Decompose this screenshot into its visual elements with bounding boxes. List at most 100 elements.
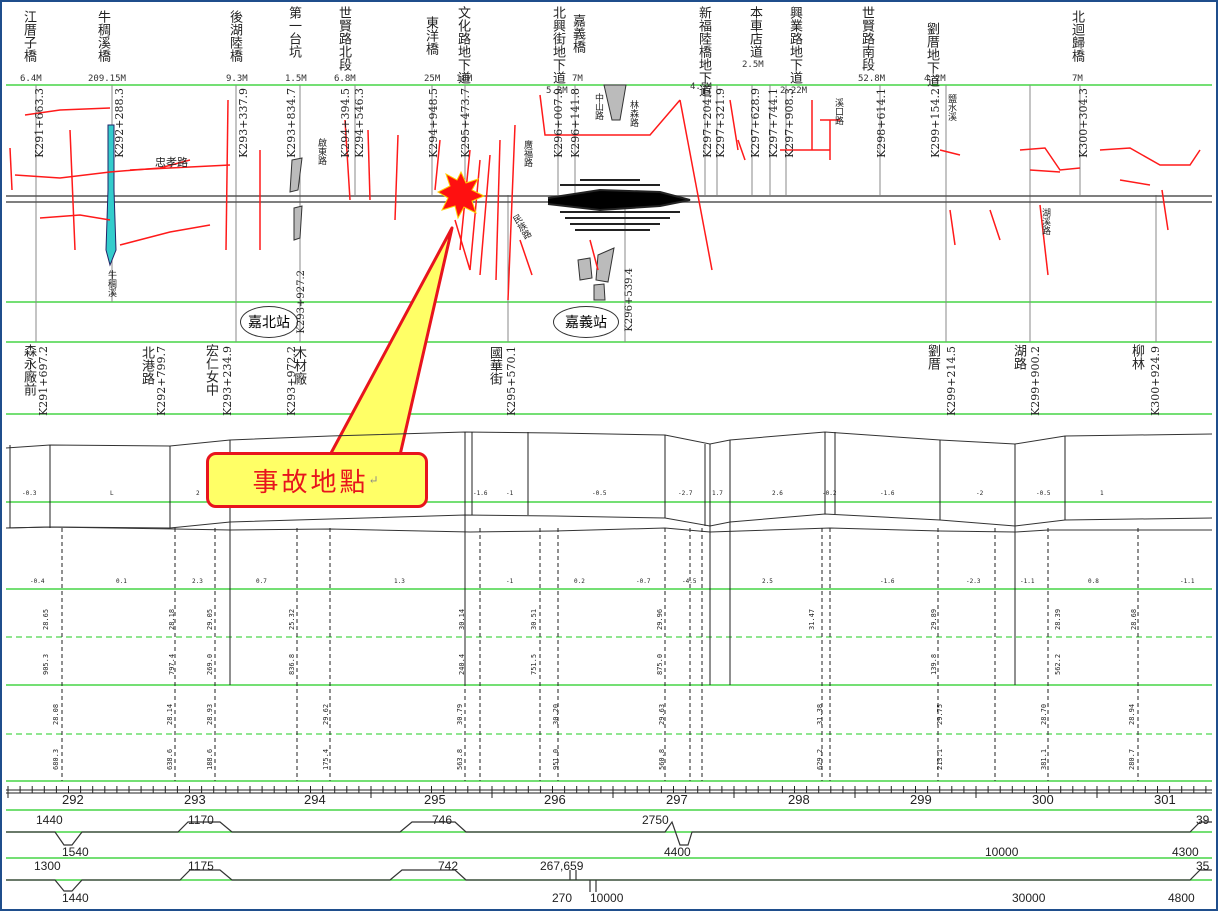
stop-name: 木材廠 — [291, 346, 306, 385]
grade-value: -0.3 — [22, 490, 37, 497]
curve-length: 4400 — [664, 845, 691, 859]
elev: 28.14 — [166, 703, 174, 725]
bridge-length: 25M — [424, 74, 441, 84]
chiayi-yard — [547, 179, 691, 231]
grade-value: -2 — [976, 490, 984, 497]
stop-name: 北港路 — [139, 346, 154, 385]
river-niuchou — [105, 124, 117, 267]
stop-km: K299+214.5 — [945, 346, 958, 416]
stop-km: K293+234.9 — [221, 346, 234, 416]
elev: 240.4 — [458, 653, 466, 675]
curve-radius: 742 — [438, 859, 459, 873]
grade-value: -1.6 — [880, 578, 895, 585]
km-label: 298 — [788, 792, 810, 807]
elev: 188.6 — [206, 748, 214, 770]
grade-value: -0.2 — [822, 490, 837, 497]
road-label: 湖溪路 — [1040, 208, 1050, 235]
stop-km: K291+697.2 — [37, 346, 50, 416]
bridge-length: 4.5M — [690, 82, 712, 92]
grade-value: 0.8 — [1088, 578, 1099, 585]
accident-location-callout: 事故地點↵ — [206, 452, 428, 508]
stop-name: 國華街 — [487, 346, 502, 385]
curve-radius: 35 — [1196, 859, 1210, 873]
elev: 29.62 — [322, 703, 330, 725]
km-label: 292 — [62, 792, 84, 807]
grade-value: 2.6 — [772, 490, 783, 497]
grade-value: -0.7 — [636, 578, 651, 585]
stop-name: 湖路 — [1011, 344, 1026, 370]
km-mark: K297+908.3 — [783, 88, 796, 158]
bridge-label: 牛稠溪橋 — [95, 10, 110, 62]
grade-value: -1.1 — [1180, 578, 1195, 585]
bridge-label: 世賢路北段 — [336, 6, 351, 71]
elev: 562.2 — [1054, 653, 1062, 675]
km-label: 294 — [304, 792, 326, 807]
grade-value: -4.5 — [682, 578, 697, 585]
curve-radius: 1175 — [188, 859, 214, 873]
grade-value: -0.4 — [30, 578, 45, 585]
curve-radius: 39 — [1196, 813, 1210, 827]
section-lines — [35, 85, 1157, 342]
bridge-length: 4.2M — [924, 74, 946, 84]
elev: 25.32 — [288, 608, 296, 630]
grade-value: -1.6 — [880, 490, 895, 497]
grade-value: -1 — [506, 578, 514, 585]
bridge-label: 北興街地下道 — [550, 6, 565, 84]
elev: 280.7 — [1128, 748, 1136, 770]
bridge-length: 7M — [1072, 74, 1083, 84]
bridge-length: 9.3M — [226, 74, 248, 84]
stop-name: 柳林 — [1129, 344, 1144, 370]
elev: 28.18 — [168, 608, 176, 630]
road-lines — [9, 94, 1201, 301]
elev: 28.08 — [52, 703, 60, 725]
elev: 951.0 — [552, 748, 560, 770]
curve-radius: 1440 — [36, 813, 63, 827]
elev: 30.51 — [530, 608, 538, 630]
bridge-length: 5.2M — [546, 86, 568, 96]
km-mark: K294+394.5 — [339, 88, 352, 158]
km-mark: K292+288.3 — [113, 88, 126, 158]
bridge-length: 6.8M — [334, 74, 356, 84]
km-label: 300 — [1032, 792, 1054, 807]
elev: 30.14 — [458, 608, 466, 630]
elev: 29.75 — [936, 703, 944, 725]
road-label: 溪口路 — [833, 98, 843, 125]
grade-line-upper — [5, 431, 1213, 449]
km-mark: K296+007.9 — [552, 88, 565, 158]
km-mark: K298+614.1 — [875, 88, 888, 158]
bridge-length: 52.8M — [858, 74, 886, 84]
elev: 30.79 — [456, 703, 464, 725]
curve-length: 10000 — [590, 891, 624, 905]
elev: 31.47 — [808, 608, 816, 630]
bridge-label: 嘉義橋 — [570, 14, 585, 53]
km-mark: K297+744.1 — [767, 88, 780, 158]
stop-name: 劉厝 — [925, 344, 940, 370]
curve-length: 1540 — [62, 845, 89, 859]
accident-star-icon — [436, 170, 486, 220]
elev: 560.8 — [658, 748, 666, 770]
km-mark: K294+948.5 — [427, 88, 440, 158]
elev: 28.39 — [1054, 608, 1062, 630]
elev: 836.8 — [288, 653, 296, 675]
curve-length: 270 — [552, 891, 573, 905]
elev: 175.4 — [322, 748, 330, 770]
bridge-label: 江厝子橋 — [21, 10, 36, 62]
km-mark: K293+337.9 — [237, 88, 250, 158]
road-label: 鹽水溪 — [946, 94, 956, 121]
bridge-label: 第一台坑 — [286, 6, 301, 58]
bridge-length: 18M — [456, 74, 473, 84]
elev: 29.63 — [658, 703, 666, 725]
km-mark: K296+141.8 — [569, 88, 582, 158]
bridge-label: 後湖陸橋 — [227, 10, 242, 62]
stop-name: 森永廠前 — [21, 344, 36, 396]
station-chiayi: 嘉義站 — [553, 306, 619, 338]
grade-value: L — [110, 490, 114, 497]
curve-length: 10000 — [985, 845, 1019, 859]
grade-value: 1.7 — [712, 490, 723, 497]
elev: 29.96 — [656, 608, 664, 630]
road-label: 中山路 — [593, 93, 603, 120]
elev: 269.0 — [206, 653, 214, 675]
elev: 381.1 — [1040, 748, 1048, 770]
curve-line-1 — [6, 820, 1212, 846]
